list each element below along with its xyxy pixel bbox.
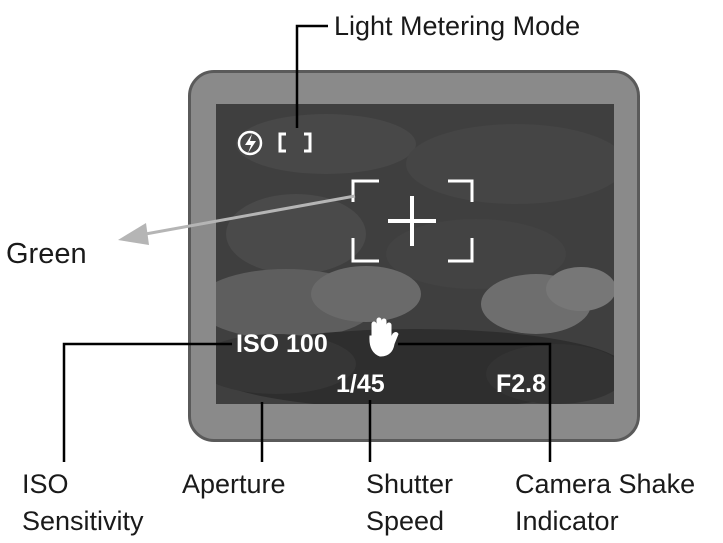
camera-shake-leader-line: [398, 344, 550, 462]
iso-leader-line: [64, 344, 232, 462]
camera-shake-label-line1: Camera Shake: [515, 468, 695, 500]
iso-sensitivity-label-line1: ISO: [22, 468, 69, 500]
camera-shake-label-line2: Indicator: [515, 505, 619, 537]
iso-sensitivity-label-line2: Sensitivity: [22, 505, 144, 537]
spot-metering-bracket-icon: [280, 134, 310, 151]
focus-frame-crosshair-icon: [353, 181, 472, 261]
green-label: Green: [6, 238, 87, 270]
light-metering-mode-label: Light Metering Mode: [334, 10, 580, 42]
shutter-speed-label-line2: Speed: [366, 505, 444, 537]
green-callout-arrow: [118, 196, 355, 245]
aperture-label: Aperture: [182, 468, 286, 500]
flash-off-icon: [239, 132, 261, 154]
shutter-speed-label-line1: Shutter: [366, 468, 453, 500]
metering-mode-leader-line: [297, 26, 328, 128]
hand-icon: [370, 318, 398, 356]
